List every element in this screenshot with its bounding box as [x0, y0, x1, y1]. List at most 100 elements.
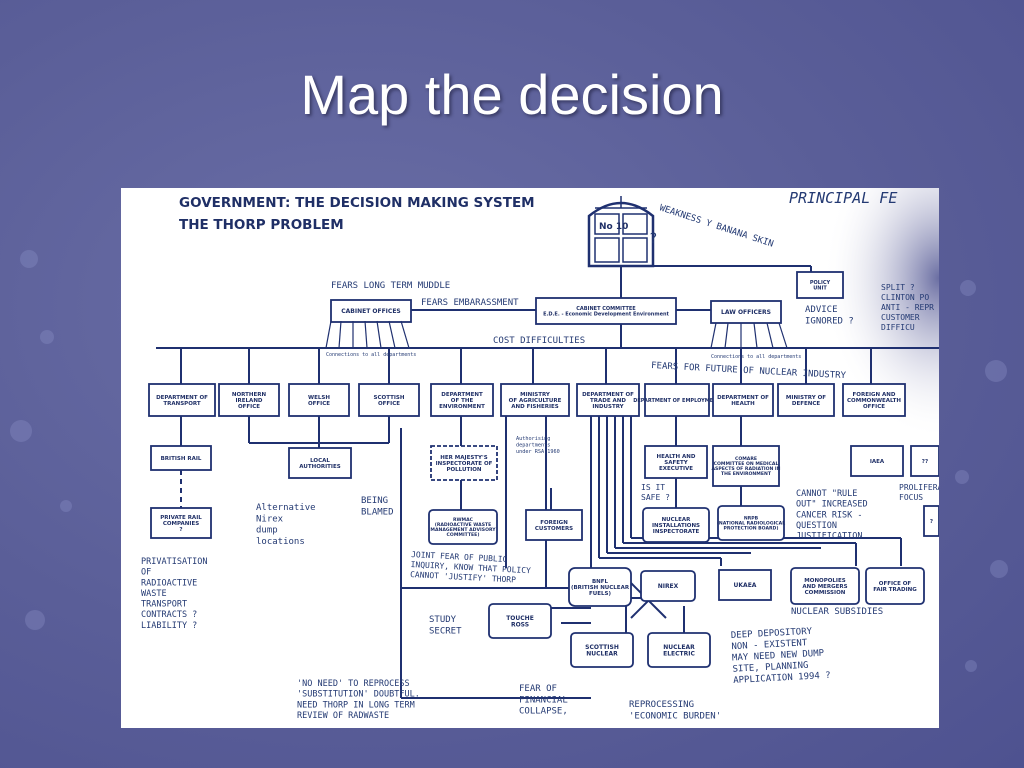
svg-text:NUCLEAR SUBSIDIES: NUCLEAR SUBSIDIES [791, 607, 883, 617]
dept-transport-box-label: TRANSPORT [163, 401, 201, 407]
bnfl-box-label: BNFL [592, 579, 609, 585]
british-rail-box: BRITISH RAIL [150, 445, 212, 471]
authorising-note-line: under RSA 1960 [516, 449, 560, 455]
nuclear-electric-box-label: NUCLEAR [663, 644, 695, 651]
private-rail-box-label: COMPANIES [163, 521, 199, 527]
nuclear-installations-box-label: NUCLEAR [662, 517, 692, 523]
cabinet-committee-box-label: CABINET COMMITTEE [576, 306, 636, 312]
nirex-box-label: NIREX [658, 583, 679, 590]
law-officers-note: Connections to all departments [711, 354, 801, 360]
deep-depository-note-line: MAY NEED NEW DUMP [732, 649, 825, 664]
deep-depository-note-line: DEEP DEPOSITORY [731, 627, 813, 641]
bg-dot [25, 610, 45, 630]
comare-box-label: THE ENVIRONMENT [721, 471, 772, 477]
policy-unit-box-label: UNIT [813, 286, 827, 292]
cannot-rule-out-note-line: OUT" INCREASED [796, 500, 868, 510]
dti-box-label: DEPARTMENT OF [582, 392, 634, 398]
rwmac-box-label: (RADIOACTIVE WASTE [435, 522, 492, 528]
nirex-box: NIREX [640, 570, 696, 602]
british-rail-box-label: BRITISH RAIL [161, 456, 202, 462]
mod-question-box-label: ? [930, 519, 933, 525]
svg-text:GOVERNMENT: THE DECISION MAK: GOVERNMENT: THE DECISION MAKING SYSTEM [179, 195, 535, 211]
dept-health-box-label: DEPARTMENT OF [717, 395, 769, 401]
diagram-heading: GOVERNMENT: THE DECISION MAKING SYSTEM T… [179, 195, 535, 233]
privatisation-note: PRIVATISATIONOFRADIOACTIVEWASTETRANSPORT… [141, 557, 208, 631]
bg-dot [955, 470, 969, 484]
rwmac-box-label: MANAGEMENT ADVISORY [430, 527, 496, 533]
comare-box-label: COMARE [735, 456, 757, 462]
no10-question: ? [649, 231, 657, 247]
deep-depository-note-line: SITE, PLANNING [732, 661, 808, 675]
northern-ireland-box-label: IRELAND [236, 398, 263, 404]
study-secret-note-line: STUDY [429, 615, 457, 625]
privatisation-note-line: TRANSPORT [141, 600, 187, 610]
reprocessing-note-line: ... [629, 723, 645, 729]
split-note-line: CUSTOMER [881, 313, 920, 322]
comare-box-label: ASPECTS OF RADIATION IN [712, 466, 781, 472]
split-note-line: ANTI - REPR [881, 303, 934, 312]
law-officers-note-line: Connections to all departments [711, 354, 801, 360]
policy-unit-box-label: POLICY [810, 280, 831, 286]
cabinet-offices-connections [325, 320, 410, 349]
bg-dot [960, 280, 976, 296]
foreign-customers-box-label: FOREIGN [540, 520, 568, 526]
scottish-office-box-label: OFFICE [378, 401, 400, 407]
law-officers-box-label: LAW OFFICERS [721, 309, 771, 316]
privatisation-note-line: PRIVATISATION [141, 557, 208, 567]
being-blamed-note-line: BLAMED [361, 507, 394, 517]
hmip-box-label: HER MAJESTY'S [440, 455, 487, 461]
fair-trading-box-label: FAIR TRADING [873, 587, 917, 593]
fair-trading-box-label: OFFICE OF [879, 581, 912, 587]
bg-dot [985, 360, 1007, 382]
proliferation-note-line: PROLIFERATIO [899, 483, 939, 492]
proliferation-note: PROLIFERATIOFOCUS [899, 483, 939, 502]
alternative-nirex-note-line: Nirex [256, 514, 284, 524]
no-need-note: 'NO NEED' TO REPROCESS'SUBSTITUTION' DOU… [297, 679, 420, 721]
health-safety-box-label: HEALTH AND [657, 454, 696, 460]
split-note-line: SPLIT ? [881, 283, 915, 292]
maff-box-label: MINISTRY [520, 392, 551, 398]
dept-employment-box-label: DEPARTMENT OF EMPLOYMENT [633, 398, 721, 404]
hmip-box-label: POLLUTION [446, 467, 481, 473]
advice-ignored-note-line: IGNORED ? [805, 316, 854, 326]
corner-label: PRINCIPAL FE [789, 189, 897, 207]
is-it-safe-note-line: IS IT [641, 483, 665, 492]
bg-dot [10, 420, 32, 442]
monopolies-box-label: COMMISSION [805, 590, 846, 596]
no-need-note-line: 'SUBSTITUTION' DOUBTFUL. [297, 690, 420, 700]
northern-ireland-box-label: NORTHERN [232, 392, 267, 398]
cannot-rule-out-note-line: QUESTION [796, 521, 837, 531]
svg-text:THE THORP PROBLEM: THE THORP PROBLEM [179, 217, 344, 233]
privatisation-note-line: RADIOACTIVE [141, 578, 197, 588]
proliferation-note-line: FOCUS [899, 493, 923, 502]
fo-child2-box: ?? [910, 445, 939, 477]
welsh-office-box-label: OFFICE [308, 401, 330, 407]
dept-environment-box-label: ENVIRONMENT [439, 404, 485, 410]
dti-box-label: TRADE AND [590, 398, 626, 404]
welsh-office-box-label: WELSH [308, 395, 330, 401]
private-rail-box-label: PRIVATE RAIL [160, 515, 202, 521]
nrpb-box-label: NRPB [744, 516, 759, 522]
